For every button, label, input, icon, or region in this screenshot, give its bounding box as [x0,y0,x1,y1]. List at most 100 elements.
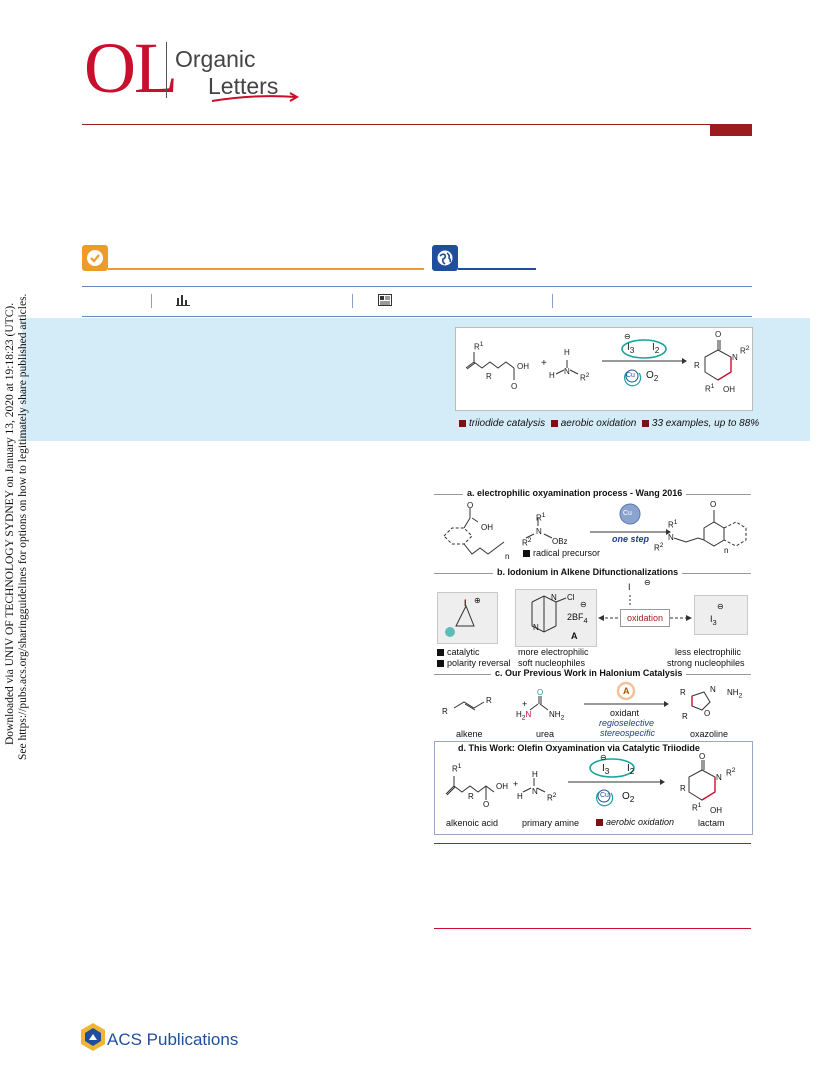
a-n-sub: n [505,552,510,561]
d-oh: OH [496,782,508,791]
document-icon[interactable] [378,294,392,306]
d-r1: R1 [452,763,462,774]
toc-cu: Cu [626,372,635,379]
reagent-a-scheme [531,595,567,633]
c-nh2: NH2 [549,710,565,722]
d-minus: ⊖ [600,753,607,762]
b-less-electrophilic: less electrophilic [675,647,742,657]
c-o: O [537,688,544,697]
panel-c-scheme [453,681,711,711]
a-prod-n: N [668,533,674,542]
journal-logo: OL [84,28,178,108]
toc-caption: triiodide catalysis aerobic oxidation 33… [459,418,759,429]
metrics-bar-bottom [82,316,752,317]
panel-a-scheme [443,503,747,555]
panel-c-heading: c. Our Previous Work in Halonium Catalys… [491,668,687,678]
globe-icon[interactable] [432,245,458,271]
oxidation-arrows [598,595,692,621]
toc-minus: ⊖ [624,332,631,341]
reference-rule-bottom [434,928,751,929]
d-cu: Cu [600,792,609,799]
b-label-a: A [571,631,578,641]
d-prod-oh: OH [710,806,722,815]
c-alkene: alkene [456,729,483,739]
b-n1: N [551,593,557,602]
toc-r2: R2 [580,372,590,383]
d-n: N [532,787,538,796]
a-prod-r1: R1 [668,519,678,530]
b-polarity-reversal: polarity reversal [437,658,511,668]
toc-o: O [511,382,518,391]
journal-name-line1: Organic [175,46,256,72]
b-minus-a: ⊖ [580,600,587,609]
toc-prod-n: N [732,353,738,362]
c-regioselective: regioselective [599,718,655,728]
b-cl: Cl [567,593,575,602]
c-r-left: R [442,707,448,716]
a-one-step: one step [612,534,650,544]
toc-plus: + [541,358,547,369]
c-stereospecific: stereospecific [600,728,656,738]
toc-h1: H [564,348,570,357]
b-i3: I3 [710,614,717,627]
bar-chart-icon[interactable] [176,294,190,306]
c-prod-o: O [704,709,711,718]
publisher-name[interactable]: ACS Publications [107,1030,239,1049]
d-prod-r: R [680,784,686,793]
panel-d-box [434,741,753,835]
a-r1: R1 [536,512,546,523]
c-urea: urea [536,729,555,739]
a-prod-o: O [710,500,717,509]
toc-i2: I2 [652,342,660,355]
sharing-note: See https://pubs.acs.org/sharingguidelin… [17,293,29,760]
toc-r: R [486,372,492,381]
a-radical-precursor: radical precursor [523,548,600,558]
b-soft-nucleophiles: soft nucleophiles [518,658,586,668]
b-bf4: 2BF4 [567,612,588,625]
toc-prod-r2: R2 [740,345,750,356]
c-cat: A [623,686,630,696]
globe-rule [458,268,536,270]
d-h2: H [517,792,523,801]
b-catalytic: catalytic [437,647,480,657]
b-more-electrophilic: more electrophilic [518,647,589,657]
d-aerobic-oxidation: aerobic oxidation [596,817,674,827]
toc-prod-oh: OH [723,385,735,394]
d-alkenoic-acid: alkenoic acid [446,818,499,828]
b-i3-minus: ⊖ [717,602,724,611]
a-prod-r2: R2 [654,542,664,553]
journal-name-line2: Letters [208,73,279,99]
d-primary-amine: primary amine [522,818,580,828]
toc-o2: O2 [646,370,659,383]
a-obz: OBz [552,537,568,546]
c-r-right: R [486,696,492,705]
a-oh: OH [481,523,493,532]
c-prod-nh2: NH2 [727,688,743,700]
d-r: R [468,792,474,801]
header-rule [82,124,752,125]
toc-i3: I3 [627,342,635,355]
logo-divider [166,42,167,98]
d-plus: + [513,779,519,789]
b-i-plus: I [464,598,467,608]
d-prod-o: O [699,752,706,761]
c-prod-n: N [710,685,716,694]
toc-r1: R1 [474,341,484,352]
c-prod-r2: R [682,712,688,721]
a-r2: R2 [522,537,532,548]
c-h2n: H2N [516,710,532,722]
toc-graphic: R1 R OH O + H H N R2 ⊖ I3 I2 Cu O2 O N R… [455,327,753,411]
metrics-bar-top [82,286,752,287]
panel-d-scheme [445,758,716,807]
d-lactam: lactam [698,818,725,828]
metrics-separator [151,294,152,308]
d-o2: O2 [622,791,635,804]
b-strong-nucleophiles: strong nucleophiles [667,658,745,668]
metrics-separator [352,294,353,308]
d-h1: H [532,770,538,779]
d-prod-r2: R2 [726,767,736,778]
c-oxazoline: oxazoline [690,729,729,739]
panel-d-heading: d. This Work: Olefin Oxyamination via Ca… [454,743,704,753]
c-plus: + [522,699,528,709]
check-circle-icon[interactable] [82,245,108,271]
